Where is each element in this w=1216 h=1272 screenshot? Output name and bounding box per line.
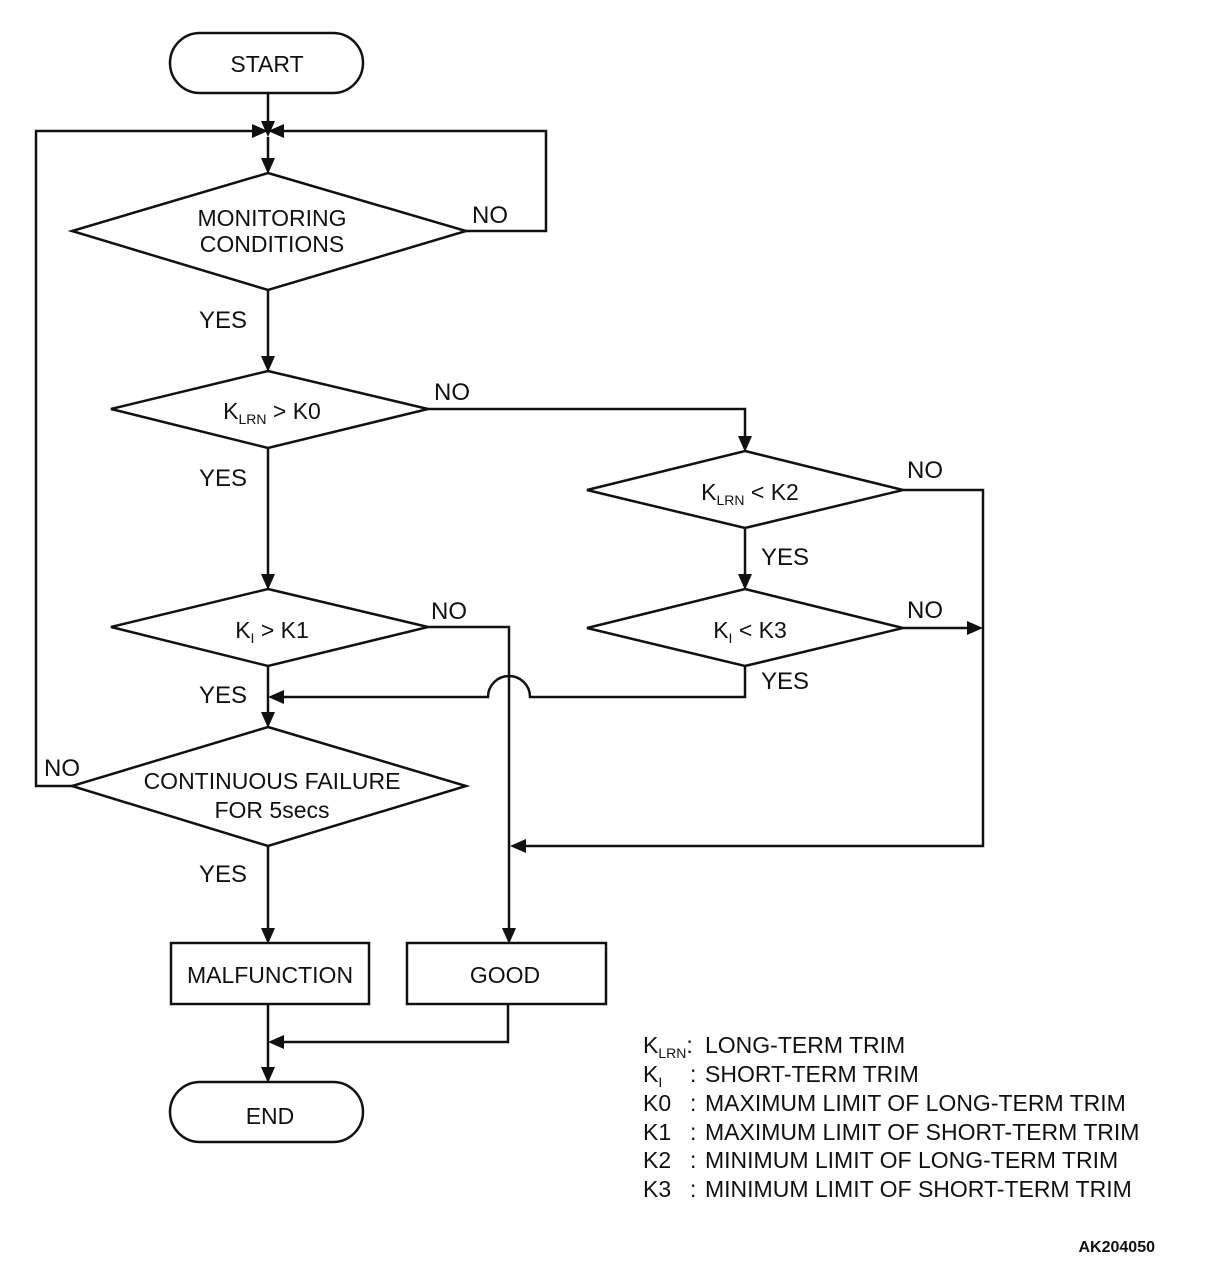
svg-text:SHORT-TERM TRIM: SHORT-TERM TRIM — [705, 1061, 919, 1087]
klrn-lt-k2-label: KLRN < K2 — [701, 479, 799, 508]
good-label: GOOD — [470, 962, 540, 988]
svg-text:KLRN:: KLRN: — [643, 1032, 693, 1061]
yes-label: YES — [199, 465, 247, 492]
no-label: NO — [431, 598, 467, 625]
yes-label: YES — [199, 307, 247, 334]
monitoring-label-line2: CONDITIONS — [200, 231, 344, 257]
legend-item: K3 : MINIMUM LIMIT OF SHORT-TERM TRIM — [643, 1176, 1132, 1202]
connector-continuous-no-loop — [34, 129, 252, 788]
svg-text::: : — [690, 1147, 696, 1173]
end-label: END — [246, 1103, 295, 1129]
legend: KLRN: LONG-TERM TRIM KI : SHORT-TERM TRI… — [643, 1032, 1139, 1202]
legend-item: K2 : MINIMUM LIMIT OF LONG-TERM TRIM — [643, 1147, 1118, 1173]
monitoring-label-line1: MONITORING — [197, 205, 346, 231]
connector-k2-no — [526, 488, 985, 848]
klrn-lt-k2-decision: KLRN < K2 — [586, 449, 904, 530]
svg-text:MAXIMUM LIMIT OF SHORT-TERM TR: MAXIMUM LIMIT OF SHORT-TERM TRIM — [705, 1119, 1139, 1145]
ki-lt-k3-decision: KI < K3 — [586, 587, 904, 668]
svg-text:MINIMUM LIMIT OF LONG-TERM TRI: MINIMUM LIMIT OF LONG-TERM TRIM — [705, 1147, 1118, 1173]
monitoring-conditions-decision: MONITORING CONDITIONS — [67, 171, 471, 292]
yes-label: YES — [199, 682, 247, 709]
svg-text:K2: K2 — [643, 1147, 671, 1173]
legend-item: KLRN: LONG-TERM TRIM — [643, 1032, 905, 1061]
ki-lt-k3-label: KI < K3 — [713, 617, 787, 646]
figure-code: AK204050 — [1079, 1239, 1156, 1256]
klrn-gt-k0-label: KLRN > K0 — [223, 398, 321, 427]
yes-label: YES — [761, 544, 809, 571]
no-label: NO — [472, 202, 508, 229]
arrowhead — [261, 928, 275, 944]
legend-item: K0 : MAXIMUM LIMIT OF LONG-TERM TRIM — [643, 1090, 1126, 1116]
svg-text::: : — [690, 1090, 696, 1116]
arrowhead — [268, 1035, 284, 1049]
arrowhead — [510, 839, 526, 853]
yes-label: YES — [199, 861, 247, 888]
yes-label: YES — [761, 668, 809, 695]
svg-text:MAXIMUM LIMIT OF LONG-TERM TRI: MAXIMUM LIMIT OF LONG-TERM TRIM — [705, 1090, 1126, 1116]
arrowhead — [967, 621, 983, 635]
continuous-failure-decision: CONTINUOUS FAILURE FOR 5secs — [67, 725, 471, 848]
svg-text:LONG-TERM TRIM: LONG-TERM TRIM — [705, 1032, 905, 1058]
arrowhead — [268, 124, 284, 138]
connector-k3-yes — [284, 666, 747, 699]
legend-item: K1 : MAXIMUM LIMIT OF SHORT-TERM TRIM — [643, 1119, 1139, 1145]
svg-text::: : — [690, 1061, 696, 1087]
arrowhead — [261, 356, 275, 372]
arrowhead — [502, 928, 516, 944]
good-box: GOOD — [405, 941, 608, 1006]
svg-text:MINIMUM LIMIT OF SHORT-TERM TR: MINIMUM LIMIT OF SHORT-TERM TRIM — [705, 1176, 1132, 1202]
legend-item: KI : SHORT-TERM TRIM — [643, 1061, 919, 1090]
continuous-label-line1: CONTINUOUS FAILURE — [144, 768, 401, 794]
ki-gt-k1-decision: KI > K1 — [110, 587, 429, 668]
svg-text::: : — [690, 1119, 696, 1145]
start-label: START — [230, 51, 303, 77]
arrowhead — [738, 436, 752, 452]
svg-text::: : — [690, 1176, 696, 1202]
no-label: NO — [434, 379, 470, 406]
connector-good-to-end — [284, 1004, 510, 1044]
klrn-gt-k0-decision: KLRN > K0 — [110, 369, 429, 450]
arrowhead — [268, 690, 284, 704]
end-node: END — [168, 1080, 365, 1144]
no-label: NO — [907, 597, 943, 624]
no-label: NO — [44, 755, 80, 782]
continuous-label-line2: FOR 5secs — [214, 797, 329, 823]
svg-text:K1: K1 — [643, 1119, 671, 1145]
connector-monitoring-no-loop — [284, 129, 548, 233]
svg-text:K0: K0 — [643, 1090, 671, 1116]
svg-text:K3: K3 — [643, 1176, 671, 1202]
connector-k0-no — [428, 407, 747, 436]
svg-text:KI: KI — [643, 1061, 662, 1090]
arrowhead — [261, 574, 275, 590]
ki-gt-k1-label: KI > K1 — [235, 617, 309, 646]
arrowhead — [261, 1067, 275, 1083]
arrowhead — [261, 158, 275, 174]
arrowhead — [252, 124, 268, 138]
malfunction-label: MALFUNCTION — [187, 962, 353, 988]
arrowhead — [738, 574, 752, 590]
no-label: NO — [907, 457, 943, 484]
arrowhead — [261, 121, 275, 137]
connector-k1-no — [428, 625, 511, 928]
malfunction-box: MALFUNCTION — [169, 941, 371, 1006]
arrowhead — [261, 712, 275, 728]
start-node: START — [168, 31, 365, 95]
